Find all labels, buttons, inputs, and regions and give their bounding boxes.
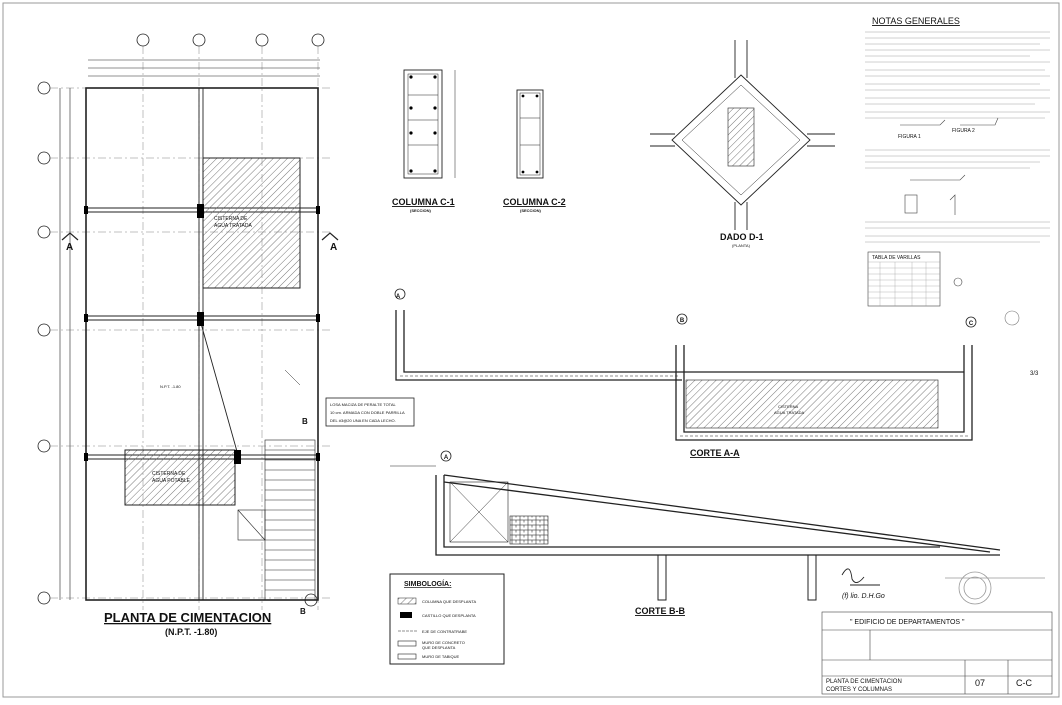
column-c2-sub: (SECCION)	[520, 208, 542, 213]
table-title: TABLA DE VARILLAS	[872, 255, 921, 261]
column-c1-sub: (SECCION)	[410, 208, 432, 213]
aa-axis-a: A	[396, 294, 401, 300]
dado-d1-plan	[650, 40, 835, 230]
dado-sub: (PLANTA)	[732, 243, 751, 248]
legend-item-1: COLUMNA QUE DESPLANTA	[422, 599, 476, 604]
sheet-number: 07	[975, 678, 985, 688]
notes-title: NOTAS GENERALES	[872, 16, 960, 26]
level-mark: N.P.T. -1.80	[160, 384, 181, 389]
section-a-left: A	[66, 242, 73, 253]
aa-axis-c: C	[969, 321, 974, 327]
corte-aa-title: CORTE A-A	[690, 448, 740, 458]
rebar-table	[867, 251, 941, 307]
cistern-potable-label-1: CISTERNA DE	[152, 471, 186, 477]
section-bb	[390, 450, 1001, 601]
corte-bb-title: CORTE B-B	[635, 606, 685, 616]
legend-box: SIMBOLOGÍA: COLUMNA QUE DESPLANTA CASTIL…	[389, 573, 505, 665]
plan-name-2: CORTES Y COLUMNAS	[826, 687, 892, 693]
losa-note-line-3: DEL #3@20 UNA EN CADA LECHO.	[330, 418, 396, 423]
stamp-seal	[945, 571, 1045, 605]
losa-note-line-1: LOSA MACIZA DE PERALTE TOTAL	[330, 402, 397, 407]
dado-title: DADO D-1	[720, 232, 764, 242]
side-mark: 3/3	[1030, 371, 1039, 377]
column-c2-section	[516, 89, 544, 179]
section-b-bottom: B	[300, 607, 306, 616]
figura-2: FIGURA 2	[952, 128, 975, 134]
figura-1: FIGURA 1	[898, 134, 921, 140]
signature	[841, 568, 880, 586]
general-notes: NOTAS GENERALES FIGURA 1 FIGURA 2 TABLA …	[865, 16, 1050, 326]
section-a-right: A	[330, 242, 337, 253]
legend-item-5: MURO DE TABIQUE	[422, 654, 460, 659]
legend-item-3: EJE DE CONTRATRABE	[422, 629, 467, 634]
plan-subtitle: (N.P.T. -1.80)	[165, 627, 217, 637]
column-c2-title: COLUMNA C-2	[503, 197, 566, 207]
legend-title: SIMBOLOGÍA:	[404, 579, 451, 588]
legend-item-4-line1: MURO DE CONCRETO	[422, 640, 465, 645]
legend-item-4-line2: QUE DESPLANTA	[422, 645, 456, 650]
aa-cistern-label-1: CISTERNA	[778, 404, 799, 409]
losa-note-box	[325, 397, 415, 427]
column-c1-title: COLUMNA C-1	[392, 197, 455, 207]
cistern-potable-label-2: AGUA POTABLE	[152, 478, 191, 484]
foundation-plan	[37, 33, 339, 610]
project-name: " EDIFICIO DE DEPARTAMENTOS "	[850, 619, 965, 626]
drawing-code: C-C	[1016, 678, 1032, 688]
bb-axis-a: A	[444, 455, 449, 461]
cistern-treated-label-2: AGUA TRATADA	[214, 223, 252, 229]
signature-text: (f) lio. D.H.Go	[842, 593, 885, 600]
cistern-treated-label-1: CISTERNA DE	[214, 216, 248, 222]
plan-name-1: PLANTA DE CIMENTACION	[826, 679, 902, 685]
plan-title: PLANTA DE CIMENTACION	[104, 610, 271, 625]
losa-note-line-2: 10 cm. ARMADA CON DOBLE PARRILLA	[330, 410, 405, 415]
aa-cistern-label-2: AGUA TRATADA	[774, 410, 805, 415]
section-aa	[394, 288, 977, 441]
column-c1-section	[403, 69, 456, 179]
section-b-top: B	[302, 417, 308, 426]
title-block	[821, 611, 1053, 695]
legend-item-2: CASTILLO QUE DESPLANTA	[422, 613, 476, 618]
aa-axis-b: B	[680, 318, 685, 324]
